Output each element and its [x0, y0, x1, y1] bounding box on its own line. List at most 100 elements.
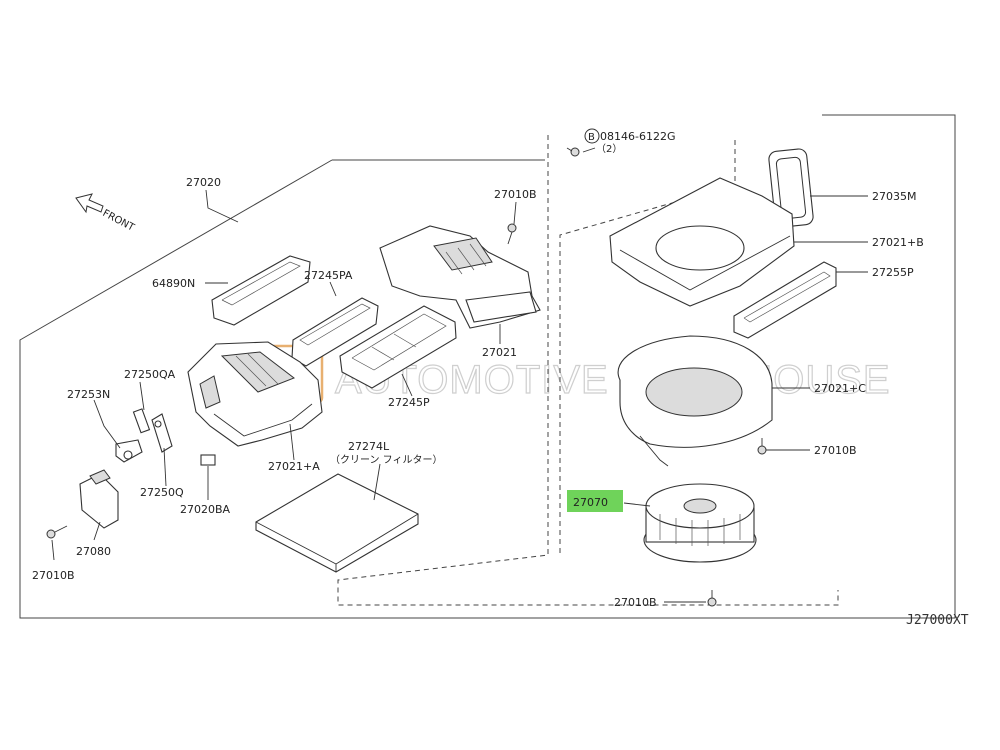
- screw-head: [757, 445, 767, 455]
- watermark: AUTOMOTIVE WAREHOUSE: [252, 344, 891, 404]
- callout-64890n: 64890N: [152, 277, 195, 290]
- part-64890n-grille: [221, 261, 301, 306]
- part-27080-connector: [89, 469, 111, 485]
- callout-27010b-bottom: 27010B: [614, 596, 657, 609]
- bolt-symbol: B: [588, 132, 595, 143]
- part-27021a-side-port: [199, 375, 221, 409]
- part-64890n-shape: [211, 255, 311, 326]
- part-27250qa: [132, 408, 151, 434]
- part-27070-hub: [683, 498, 717, 514]
- leader-27080: [93, 521, 101, 541]
- callout-27010b-left: 27010B: [32, 569, 75, 582]
- screw-head: [707, 597, 717, 607]
- callout-27021b: 27021+B: [872, 236, 924, 249]
- screw-head: [570, 147, 580, 157]
- part-27021a-rib: [247, 353, 279, 385]
- callout-27010b-right: 27010B: [814, 444, 857, 457]
- callout-27010b-top: 27010B: [494, 188, 537, 201]
- front-arrow-icon: [75, 193, 104, 214]
- callout-27245pa: 27245PA: [304, 269, 353, 282]
- part-27255p-frame: [733, 261, 837, 339]
- leader-lines: [51, 147, 868, 603]
- part-27070: [643, 483, 757, 563]
- part-27253n-pivot: [123, 450, 133, 460]
- screw-27010b-right: [757, 438, 767, 455]
- callout-27070: 27070: [573, 496, 608, 509]
- callout-labels: 27020 27010B 64890N 27245PA 27245P 27021…: [32, 128, 969, 628]
- front-arrow: FRONT: [75, 193, 137, 234]
- part-27255p: [733, 261, 837, 339]
- leader-27070: [623, 502, 651, 507]
- part-27245p-mesh-line: [393, 333, 417, 348]
- part-27021a-edge: [213, 403, 313, 437]
- callout-27250qa: 27250QA: [124, 368, 176, 381]
- screw-27010b-bottom: [707, 590, 717, 607]
- part-27021-rib: [469, 243, 487, 267]
- part-27250q-link: [151, 413, 173, 453]
- callout-bolt-number: 08146-6122G: [600, 130, 675, 143]
- screw-head: [46, 529, 56, 539]
- part-27250qa-link: [132, 408, 151, 434]
- leader-27020: [205, 189, 239, 223]
- callout-27020ba: 27020BA: [180, 503, 231, 516]
- callout-27274l-note: （クリーン フィルター）: [330, 454, 442, 466]
- watermark-text: AUTOMOTIVE WAREHOUSE: [335, 358, 891, 402]
- outer-frame: [19, 114, 956, 619]
- part-27021: [379, 225, 541, 329]
- leader-bolt: [582, 147, 596, 153]
- part-27021c-drain: [639, 435, 669, 467]
- callout-27021c: 27021+C: [814, 382, 866, 395]
- dashed-left-bracket: [337, 135, 839, 606]
- leader-27253n: [93, 399, 121, 449]
- part-27021c-inlet: [645, 367, 743, 417]
- part-27080: [79, 469, 119, 529]
- part-27253n: [115, 439, 143, 463]
- callout-27080: 27080: [76, 545, 111, 558]
- screw-27010b-top: [507, 223, 517, 245]
- callout-bolt-qty: （2）: [596, 143, 622, 155]
- screw-27010b-left: [46, 525, 68, 539]
- part-27021-vent: [433, 237, 493, 271]
- part-27020ba-clip: [200, 454, 216, 466]
- screw-shaft: [566, 147, 573, 152]
- part-27021b-port: [655, 225, 745, 271]
- screw-bolt: [566, 147, 580, 157]
- screw-shaft: [54, 525, 68, 533]
- part-27250q: [151, 413, 173, 453]
- part-27021b-edge: [619, 235, 791, 291]
- callout-27021a: 27021+A: [268, 460, 320, 473]
- part-27245p-mesh-line: [371, 346, 395, 361]
- part-27255p-mesh: [743, 271, 831, 323]
- screw-head: [507, 223, 517, 233]
- part-27020ba: [200, 454, 216, 466]
- part-27250q-pin: [154, 420, 162, 428]
- part-27021-rib: [445, 251, 463, 275]
- frame-lines: [19, 114, 956, 619]
- callout-27245p: 27245P: [388, 396, 430, 409]
- part-27274l: [255, 473, 419, 573]
- leader-27245p: [401, 373, 413, 397]
- leader-27245pa: [329, 281, 337, 297]
- callout-27020: 27020: [186, 176, 221, 189]
- diagram-reference: J27000XT: [906, 613, 969, 628]
- part-27021a-rib: [235, 355, 267, 387]
- callout-27253n: 27253N: [67, 388, 110, 401]
- part-27245p-mesh: [351, 313, 447, 371]
- callout-27035m: 27035M: [872, 190, 916, 203]
- leader-27250qa: [139, 381, 145, 411]
- part-27021a: [187, 341, 323, 447]
- callout-27021: 27021: [482, 346, 517, 359]
- part-27035m-inner: [775, 156, 807, 220]
- callout-bolt: B 08146-6122G （2）: [584, 128, 675, 155]
- leader-27010b-left: [51, 539, 55, 561]
- leader-27010b-top: [513, 201, 517, 225]
- front-label: FRONT: [101, 208, 137, 234]
- callout-27255p: 27255P: [872, 266, 914, 279]
- bolt-symbol-icon: [584, 128, 600, 144]
- part-27021b: [609, 177, 795, 307]
- callout-27274l: 27274L: [348, 440, 390, 453]
- leader-27274l: [373, 463, 381, 501]
- leader-27021a: [289, 423, 295, 461]
- part-27274l-shape: [255, 473, 419, 573]
- part-27245p: [339, 305, 457, 389]
